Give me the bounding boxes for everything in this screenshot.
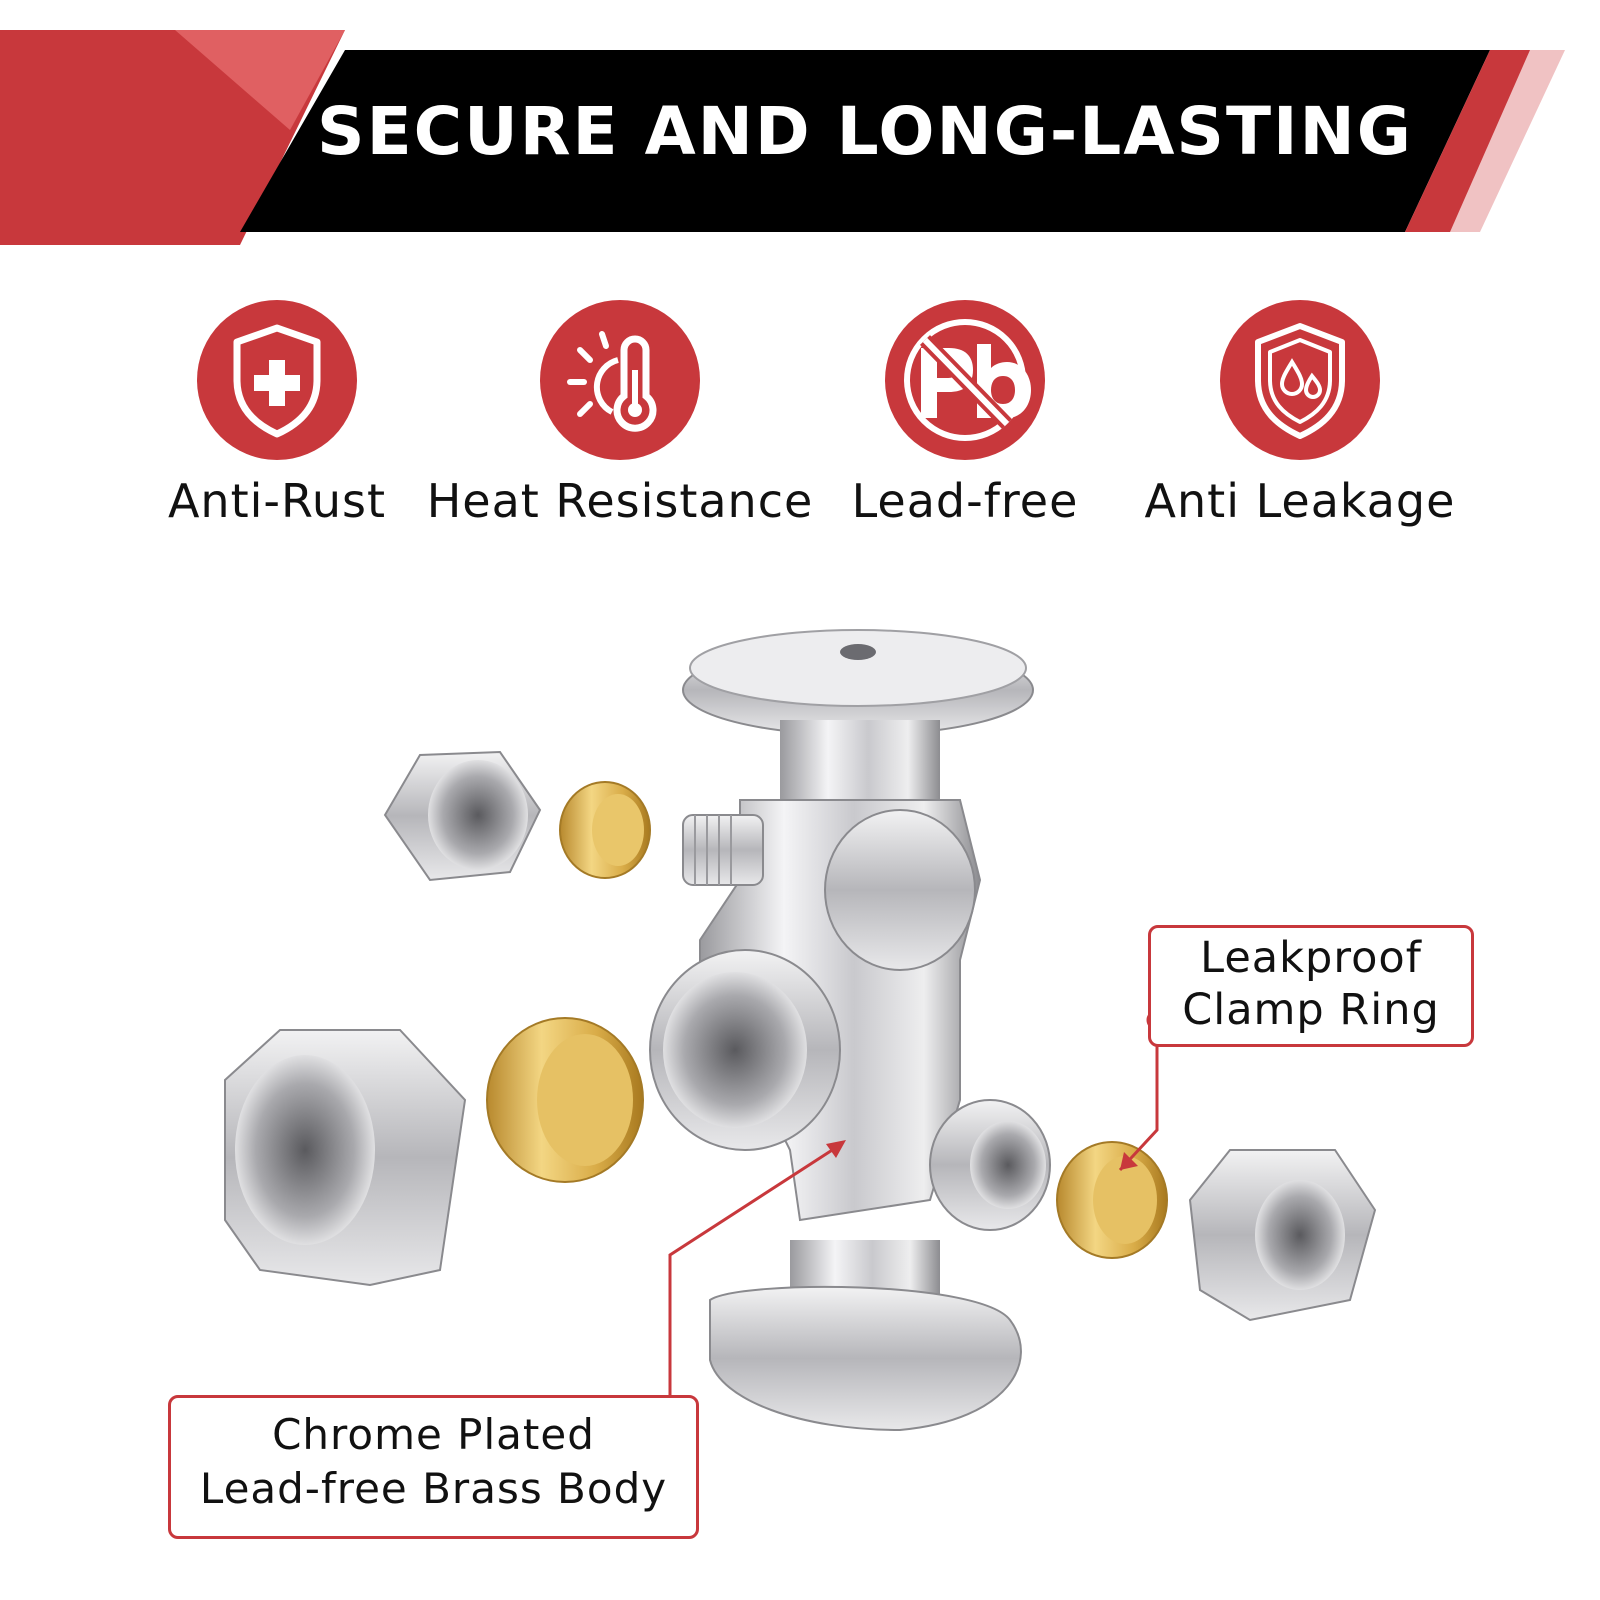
callout-line: Leakproof xyxy=(1200,933,1422,983)
shield-plus-icon xyxy=(197,300,357,460)
callout-line: Clamp Ring xyxy=(1182,985,1440,1035)
feature-heat-resistance: Heat Resistance xyxy=(420,300,820,528)
feature-anti-rust: Anti-Rust xyxy=(77,300,477,528)
feature-label: Anti Leakage xyxy=(1144,474,1456,528)
callout-line: Chrome Plated xyxy=(272,1410,595,1459)
bottom-handle xyxy=(709,1285,1022,1432)
feature-label: Lead-free xyxy=(851,474,1079,528)
header-banner: SECURE AND LONG-LASTING xyxy=(0,0,1600,260)
callout-body: Chrome Plated Lead-free Brass Body xyxy=(168,1395,699,1539)
no-lead-pb-icon xyxy=(885,300,1045,460)
feature-lead-free: Lead-free xyxy=(765,300,1165,528)
callout-line: Lead-free Brass Body xyxy=(199,1464,668,1513)
banner-title: SECURE AND LONG-LASTING xyxy=(317,93,1413,170)
shield-water-drop-icon xyxy=(1220,300,1380,460)
banner-shapes xyxy=(0,30,1565,245)
feature-anti-leakage: Anti Leakage xyxy=(1100,300,1500,528)
callout-clamp-ring: Leakproof Clamp Ring xyxy=(1148,925,1474,1047)
feature-label: Anti-Rust xyxy=(167,474,387,528)
angle-stop-valve-illustration xyxy=(224,629,1377,1432)
feature-label: Heat Resistance xyxy=(426,474,814,528)
thermometer-sun-icon xyxy=(540,300,700,460)
